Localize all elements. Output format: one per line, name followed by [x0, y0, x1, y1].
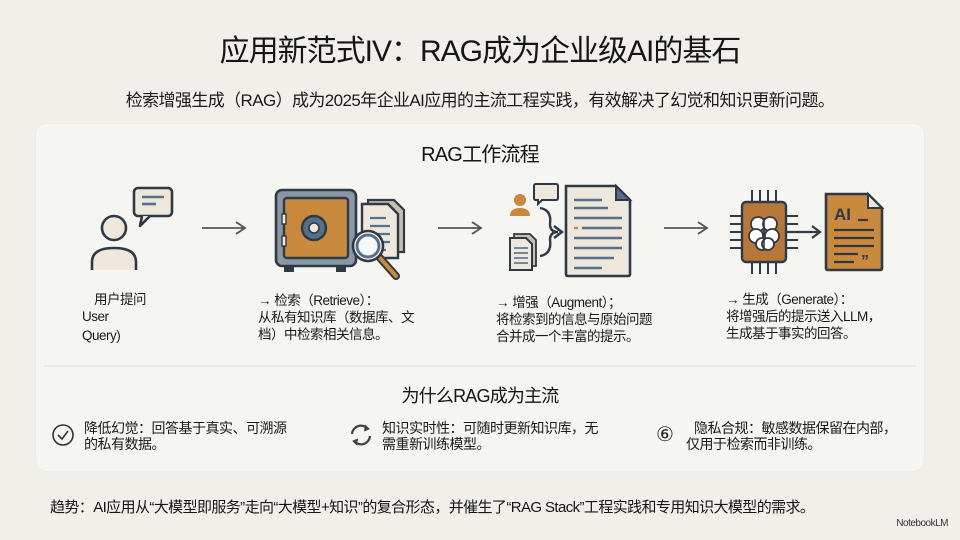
benefit-hallucination: 降低幻觉：回答基于真实、可溯源 的私有数据。: [50, 420, 287, 452]
step-1-title: 用户提问: [94, 292, 147, 307]
page-subtitle: 检索增强生成（RAG）成为2025年企业AI应用的主流工程实践，有效解决了幻觉和…: [125, 91, 835, 110]
svg-text:”: ”: [861, 253, 869, 270]
step-2-title: → 检索（Retrieve）：: [258, 293, 379, 308]
user-query-icon: [86, 186, 176, 270]
benefit-1-line2: 的私有数据。: [84, 436, 165, 452]
benefit-freshness: 知识实时性：可随时更新知识库，无 需重新训练模型。: [348, 420, 599, 452]
benefit-3-line1: 隐私合规：敏感数据保留在内部，: [694, 420, 897, 436]
trend-footer: 趋势：AI应用从“大模型即服务”走向“大模型+知识”的复合形态，并催生了“RAG…: [50, 499, 815, 516]
workflow-title: RAG工作流程: [421, 144, 540, 166]
step-2-label: → 检索（Retrieve）： 从私有知识库（数据库、文 档）中检索相关信息。: [258, 292, 415, 343]
step-3-title: → 增强（Augment）；: [496, 295, 622, 310]
step-2-line2: 从私有知识库（数据库、文: [258, 310, 415, 325]
svg-text:AI: AI: [834, 205, 851, 224]
brand-watermark: NotebookLM: [896, 518, 948, 529]
step-4-title: → 生成（Generate）：: [726, 292, 853, 307]
step-1-line2: User: [82, 309, 109, 324]
section-divider: [44, 365, 916, 367]
rag-card: RAG工作流程: [36, 124, 924, 471]
step-2-line3: 档）中检索相关信息。: [258, 327, 389, 342]
step-1-line3: Query): [82, 328, 121, 343]
benefit-1-line1: 降低幻觉：回答基于真实、可溯源: [84, 420, 287, 436]
step-1-label: 用户提问 User Query): [82, 291, 147, 344]
ai-chip-generate-icon: AI ”: [728, 188, 888, 278]
why-title: 为什么RAG成为主流: [401, 386, 559, 406]
circled-six-icon: ⑥: [656, 424, 674, 446]
step-3-line2: 将检索到的信息与原始问题: [496, 312, 653, 327]
flow-arrow-1: [200, 220, 248, 241]
refresh-icon: [348, 422, 374, 448]
merge-document-icon: [506, 182, 646, 278]
safe-search-icon: [274, 186, 414, 282]
step-4-line2: 将增强后的提示送入LLM，: [726, 309, 881, 324]
benefit-privacy: ⑥ 隐私合规：敏感数据保留在内部， 仅用于检索而非训练。: [652, 420, 897, 452]
benefit-3-line2: 仅用于检索而非训练。: [686, 436, 821, 452]
check-circle-icon: [50, 422, 76, 448]
benefit-2-line1: 知识实时性：可随时更新知识库，无: [382, 420, 599, 436]
step-4-line3: 生成基于事实的回答。: [726, 326, 856, 341]
step-3-label: → 增强（Augment）； 将检索到的信息与原始问题 合并成一个丰富的提示。: [496, 294, 653, 345]
step-4-label: → 生成（Generate）： 将增强后的提示送入LLM， 生成基于事实的回答。: [726, 291, 881, 342]
page-title: 应用新范式IV：RAG成为企业级AI的基石: [219, 35, 742, 68]
flow-arrow-2: [436, 220, 484, 241]
flow-arrow-3: [662, 220, 710, 241]
benefit-2-line2: 需重新训练模型。: [382, 436, 491, 452]
step-3-line3: 合并成一个丰富的提示。: [496, 329, 640, 344]
